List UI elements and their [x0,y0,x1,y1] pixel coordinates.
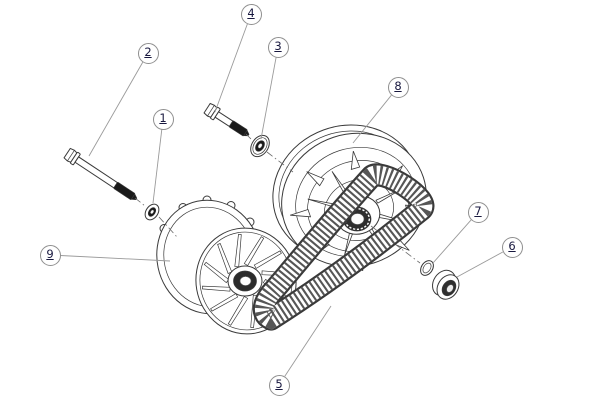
callout-number: 9 [46,247,54,262]
bolt-short [203,102,250,137]
o-ring [420,260,434,276]
callout-balloon-9: 9 [39,244,61,266]
callout-balloon-8: 8 [387,76,409,98]
callout-leader-lines [60,23,504,377]
drive-belt [252,163,435,331]
callout-balloon-4: 4 [240,3,262,25]
callout-balloon-5: 5 [268,374,290,396]
callout-number: 5 [275,377,283,392]
washer-small [144,203,160,221]
callout-number: 8 [394,79,402,94]
callout-number: 3 [274,39,282,54]
bushing [432,269,460,300]
callout-balloon-3: 3 [267,36,289,58]
callout-balloon-6: 6 [501,236,523,258]
callout-number: 1 [159,111,167,126]
bolt-long [63,147,138,201]
callout-balloon-1: 1 [152,108,174,130]
callout-number: 7 [474,204,482,219]
callout-number: 6 [508,239,516,254]
callout-balloon-2: 2 [137,42,159,64]
callout-balloon-7: 7 [467,201,489,223]
callout-number: 4 [247,6,255,21]
washer-large [250,134,270,158]
callout-number: 2 [144,45,152,60]
